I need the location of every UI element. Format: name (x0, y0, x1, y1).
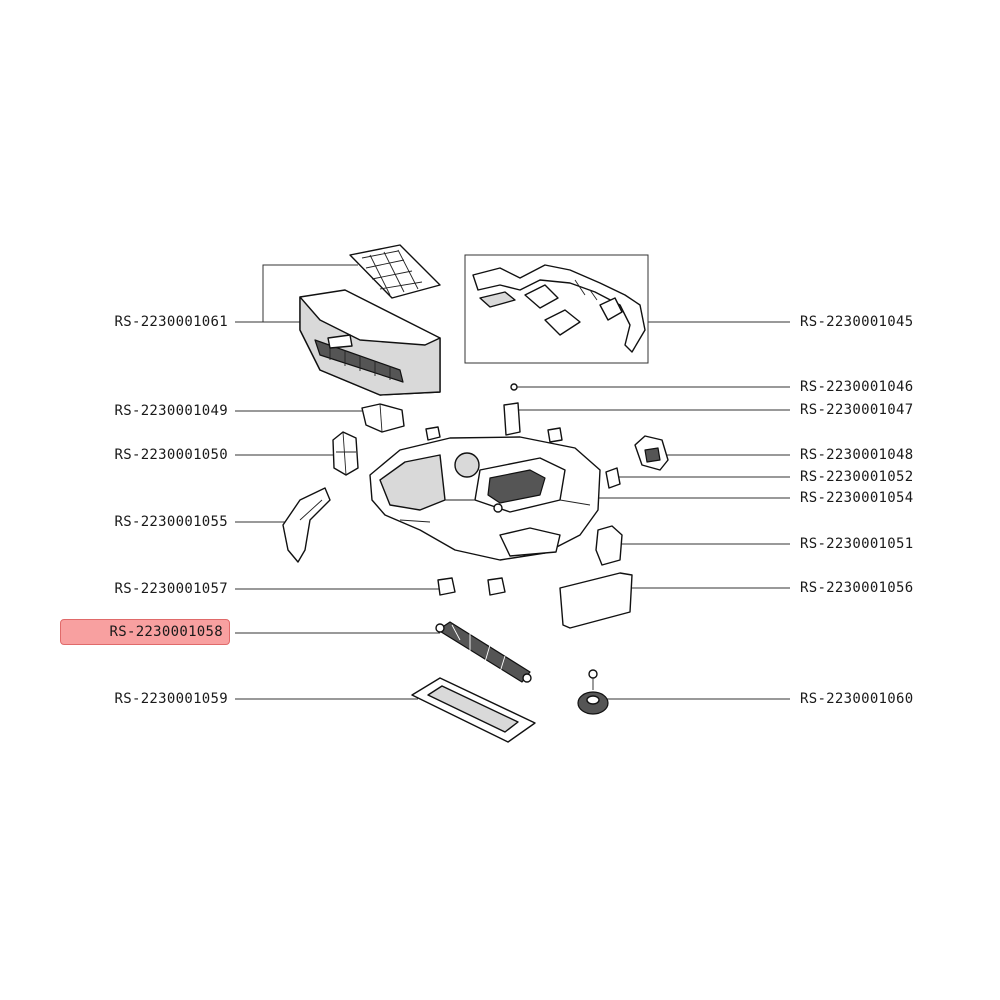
part-1051-cover[interactable] (595, 525, 623, 566)
part-1055-side-cover[interactable] (282, 487, 331, 563)
label-part-1049[interactable]: RS-2230001049 (114, 403, 228, 419)
part-clips (425, 426, 563, 443)
label-part-1046[interactable]: RS-2230001046 (800, 379, 914, 395)
label-part-1051[interactable]: RS-2230001051 (800, 536, 914, 552)
part-1056-panel[interactable] (559, 572, 633, 629)
part-1054-chassis[interactable] (369, 436, 601, 561)
part-1061-dustbin[interactable] (299, 244, 441, 396)
label-part-1057[interactable]: RS-2230001057 (114, 581, 228, 597)
label-part-1045[interactable]: RS-2230001045 (800, 314, 914, 330)
part-1047-pad[interactable] (503, 402, 521, 436)
label-part-1056[interactable]: RS-2230001056 (800, 580, 914, 596)
part-1052-clip[interactable] (605, 467, 621, 489)
part-1060-caster-wheel[interactable] (577, 669, 609, 715)
label-part-1060[interactable]: RS-2230001060 (800, 691, 914, 707)
label-part-1052[interactable]: RS-2230001052 (800, 469, 914, 485)
label-part-1050[interactable]: RS-2230001050 (114, 447, 228, 463)
label-part-1047[interactable]: RS-2230001047 (800, 402, 914, 418)
part-1046-screw[interactable] (510, 383, 518, 391)
part-1059-brush-cover[interactable] (411, 677, 536, 743)
part-1050-holder[interactable] (332, 431, 359, 476)
part-1045-bumper-assembly[interactable] (472, 264, 646, 353)
label-part-1055[interactable]: RS-2230001055 (114, 514, 228, 530)
leader-line-1061 (235, 264, 358, 323)
label-part-1048[interactable]: RS-2230001048 (800, 447, 914, 463)
part-1058-brush-roller[interactable] (435, 621, 532, 683)
label-part-1059[interactable]: RS-2230001059 (114, 691, 228, 707)
label-part-1058-selected[interactable]: RS-2230001058 (60, 619, 230, 645)
leader-lines (235, 254, 790, 700)
part-1049-sensor[interactable] (361, 403, 405, 433)
box-1045 (464, 254, 649, 364)
label-part-1054[interactable]: RS-2230001054 (800, 490, 914, 506)
part-1048-wheel-motor[interactable] (634, 435, 669, 471)
label-part-1061[interactable]: RS-2230001061 (114, 314, 228, 330)
part-1057-clips[interactable] (437, 577, 506, 596)
